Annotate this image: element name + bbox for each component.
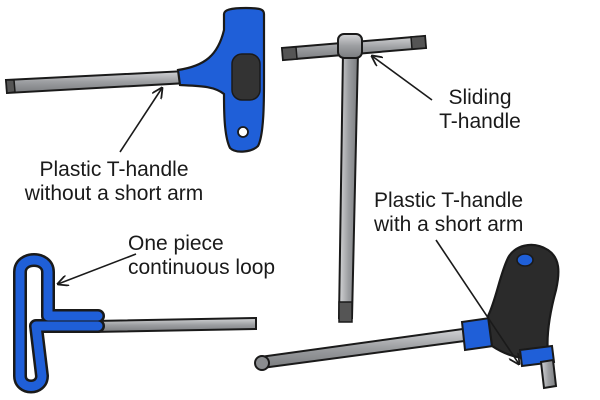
arrow-sliding <box>372 56 433 101</box>
short-arm-4 <box>539 358 558 390</box>
tool-one-piece-loop <box>13 253 257 394</box>
arrow-plastic-short-arm <box>435 239 519 364</box>
handle-4-button <box>516 253 534 267</box>
tool-plastic-t-handle-short-arm <box>254 243 560 390</box>
label-line: without a short arm <box>24 182 204 205</box>
arrow-one-piece <box>58 253 137 284</box>
label-line: One piece <box>128 232 224 255</box>
shaft-1 <box>4 69 189 95</box>
label-sliding-t-handle: Sliding T-handle <box>420 86 540 134</box>
label-plastic-t-handle-short-arm: Plastic T-handle with a short arm <box>374 189 554 237</box>
label-line: Plastic T-handle <box>374 189 524 212</box>
label-line: continuous loop <box>128 256 276 279</box>
label-line: with a short arm <box>374 213 524 236</box>
arrow-plastic-no-arm <box>119 88 162 153</box>
shaft-3 <box>91 316 257 334</box>
label-one-piece-loop: One piece continuous loop <box>128 232 288 280</box>
label-line: Sliding <box>448 86 512 109</box>
ball-end <box>254 355 270 371</box>
shaft-2-tip <box>338 301 353 323</box>
tool-sliding-t-handle <box>280 33 428 323</box>
label-line: Plastic T-handle <box>39 158 189 181</box>
label-line: T-handle <box>439 110 521 133</box>
label-plastic-t-handle-no-arm: Plastic T-handle without a short arm <box>0 158 228 206</box>
crossbar-2-tip-right <box>410 35 427 50</box>
shaft-1-tip <box>5 79 16 94</box>
shaft-4 <box>258 326 474 370</box>
blue-handle-1 <box>176 6 266 153</box>
grip-1 <box>231 53 261 101</box>
handle-1-hole <box>237 126 249 138</box>
pointer-arrows <box>58 56 519 364</box>
tool-plastic-t-handle-no-arm <box>4 6 266 153</box>
crossbar-2-tip-left <box>281 46 298 61</box>
sliding-block <box>337 33 363 59</box>
shaft-2 <box>337 51 360 319</box>
